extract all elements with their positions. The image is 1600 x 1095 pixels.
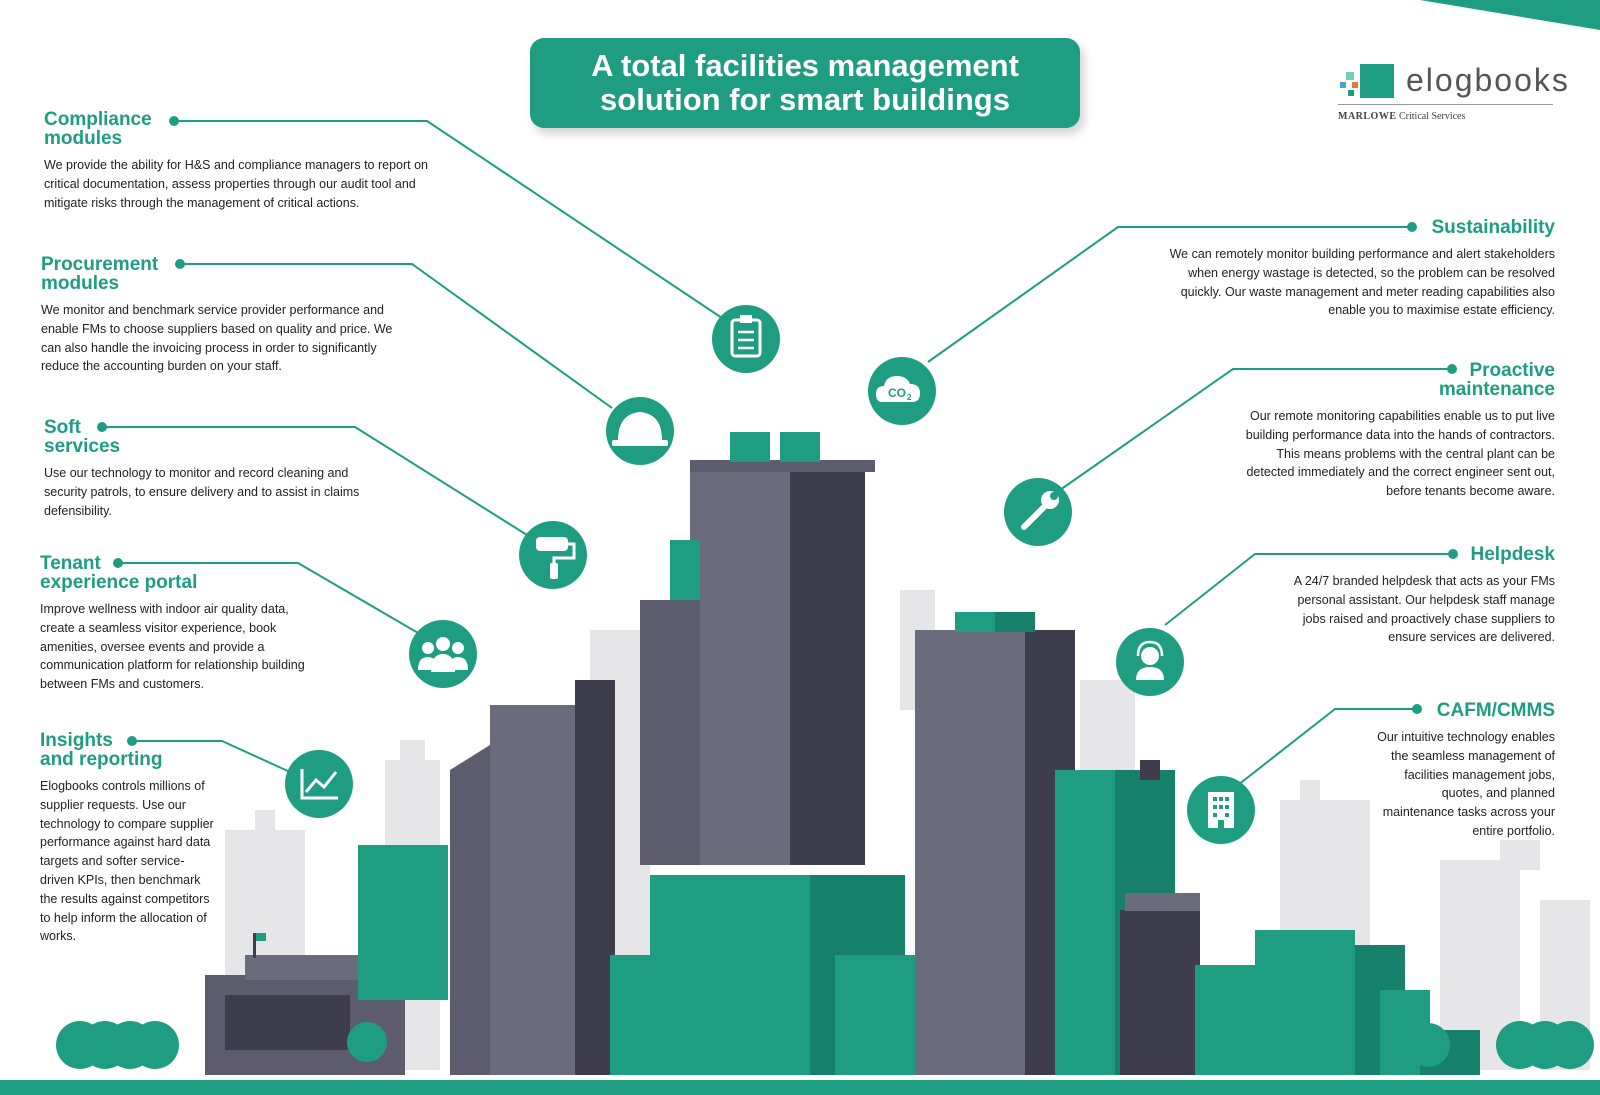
section-helpdesk: Helpdesk A 24/7 branded helpdesk that ac… [1290,545,1555,647]
ground-bar [0,1080,1600,1095]
wrench-icon [1004,478,1072,546]
section-heading: Insights and reporting [40,730,163,770]
logo-divider [1338,104,1553,105]
gray-tower-left [450,680,615,1075]
people-group-icon [409,620,477,688]
section-heading: CAFM/CMMS [1436,700,1555,721]
elogbooks-logo: elogbooks MARLOWE Critical Services [1338,58,1568,128]
right-tall-tower [915,612,1075,1075]
connector-dots [97,116,1458,746]
trend-chart-icon [285,750,353,818]
section-body: Use our technology to monitor and record… [44,466,360,518]
green-tower-left [358,845,448,1000]
corner-accent [1420,0,1600,30]
section-heading: Sustainability [1431,217,1555,238]
section-body: Our intuitive technology enables the sea… [1377,730,1555,838]
section-heading: Helpdesk [1470,544,1555,565]
hard-hat-icon [606,397,674,465]
logo-sub-brand: MARLOWE [1338,111,1397,122]
section-proactive-maintenance: Proactive maintenance Our remote monitor… [1240,361,1555,501]
section-procurement: Procurement modules We monitor and bench… [41,255,396,376]
right-terraced-building [1195,930,1480,1075]
connector-lines [102,120,1453,786]
logo-sub-text: Critical Services [1399,111,1466,122]
section-heading: Soft services [44,417,121,457]
section-body: Improve wellness with indoor air quality… [40,602,305,692]
section-body: We can remotely monitor building perform… [1169,247,1555,318]
co2-cloud-icon: CO 2 [868,357,936,425]
section-body: We provide the ability for H&S and compl… [44,158,428,210]
logo-mark-icon [1340,64,1394,98]
section-soft-services: Soft services Use our technology to moni… [44,418,364,520]
section-sustainability: Sustainability We can remotely monitor b… [1155,218,1555,320]
section-cafm-cmms: CAFM/CMMS Our intuitive technology enabl… [1375,701,1555,841]
section-insights: Insights and reporting Elogbooks control… [40,731,215,946]
center-tall-tower [640,432,875,865]
svg-text:2: 2 [907,393,912,402]
svg-text:CO: CO [888,386,906,400]
section-heading: Proactive maintenance [1438,360,1555,400]
section-heading: Tenant experience portal [40,553,198,593]
headset-agent-icon [1116,628,1184,696]
section-tenant-portal: Tenant experience portal Improve wellnes… [40,554,315,694]
title-line-2: solution for smart buildings [600,82,1010,117]
clipboard-icon [712,305,780,373]
paint-roller-icon [519,521,587,589]
trees [56,1021,1594,1069]
section-heading: Compliance modules [44,109,152,149]
section-body: A 24/7 branded helpdesk that acts as you… [1293,574,1555,645]
section-heading: Procurement modules [41,254,159,294]
right-dark-building [1120,893,1200,1075]
center-base [610,875,915,1075]
logo-subtitle: MARLOWE Critical Services [1338,111,1465,122]
title-line-1: A total facilities management [591,48,1019,83]
office-building-icon [1187,776,1255,844]
section-body: We monitor and benchmark service provide… [41,303,393,374]
page-title: A total facilities management solution f… [530,38,1080,128]
logo-wordmark: elogbooks [1406,62,1570,98]
section-body: Our remote monitoring capabilities enabl… [1245,409,1555,499]
section-body: Elogbooks controls millions of supplier … [40,779,214,944]
section-compliance: Compliance modules We provide the abilit… [44,110,449,212]
